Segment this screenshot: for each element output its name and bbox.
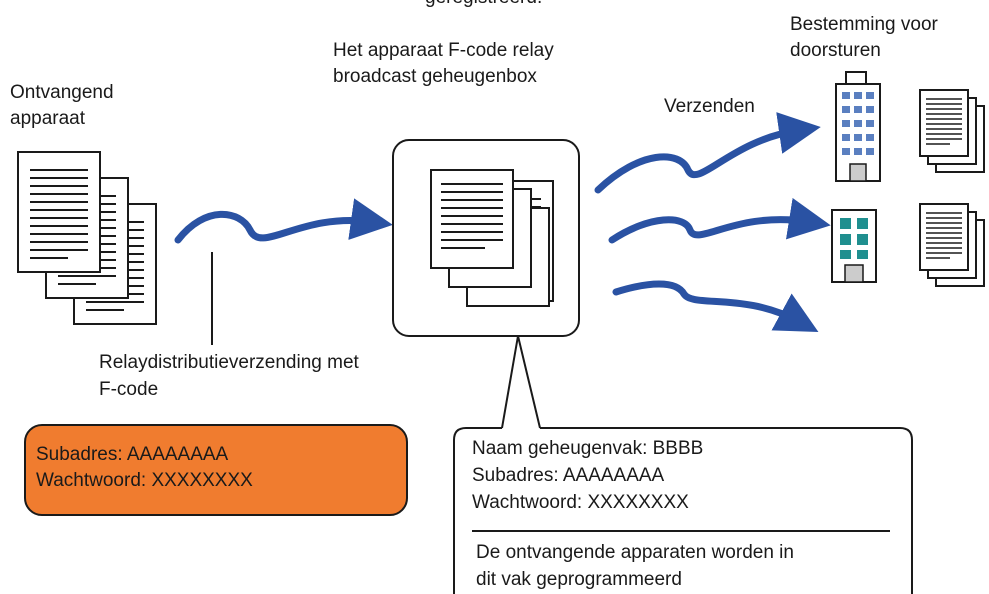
orange-credentials-box: Subadres: AAAAAAAA Wachtwoord: XXXXXXXX xyxy=(24,424,408,516)
send-arrow-2-icon xyxy=(608,197,831,244)
send-label: Verzenden xyxy=(664,96,755,117)
destination-label-line1: Bestemming voor xyxy=(790,14,938,35)
callout-password: Wachtwoord: XXXXXXXX xyxy=(472,492,689,513)
destination-document-stack-1-icon xyxy=(919,89,985,173)
receiver-document-stack-icon xyxy=(17,151,157,325)
destination-document-stack-2-icon xyxy=(919,203,985,287)
destination-label-line2: doorsturen xyxy=(790,40,881,61)
device-label-line2: broadcast geheugenbox xyxy=(333,66,537,87)
office-building-2-icon xyxy=(831,209,877,283)
callout-box xyxy=(453,427,913,594)
callout-subaddress: Subadres: AAAAAAAA xyxy=(472,465,665,486)
office-building-1-icon xyxy=(835,71,881,182)
top-cut-label: geregistreerd. xyxy=(425,0,542,11)
orange-subaddress: Subadres: AAAAAAAA xyxy=(36,444,229,465)
callout-name: Naam geheugenvak: BBBB xyxy=(472,438,704,459)
device-label-line1: Het apparaat F-code relay xyxy=(333,40,554,61)
relay-arrow-icon xyxy=(174,198,393,244)
callout-pointer xyxy=(501,335,541,429)
receiver-label-line2: apparaat xyxy=(10,108,86,129)
callout-note-line1: De ontvangende apparaten worden in xyxy=(476,542,794,563)
receiver-label-line1: Ontvangend xyxy=(10,82,114,103)
orange-password: Wachtwoord: XXXXXXXX xyxy=(36,470,253,491)
box-document-stack-icon xyxy=(430,169,550,307)
send-arrow-3-icon xyxy=(612,280,819,333)
relay-label-line2: F-code xyxy=(99,379,159,400)
callout-note-line2: dit vak geprogrammeerd xyxy=(476,569,682,590)
send-arrow-1-icon xyxy=(594,112,821,194)
relay-label-line1: Relaydistributieverzending met xyxy=(99,352,359,373)
